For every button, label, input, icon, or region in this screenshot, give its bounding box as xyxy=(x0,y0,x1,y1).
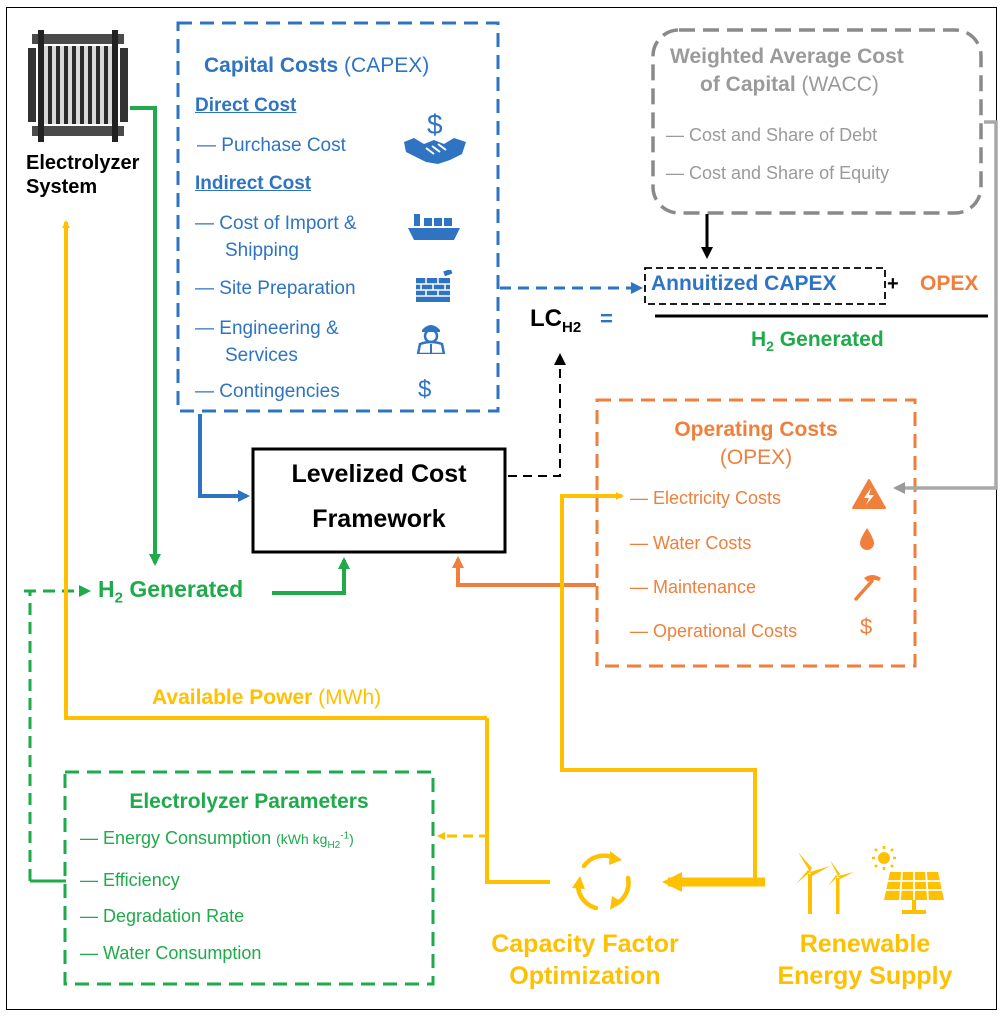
solar-panel-icon xyxy=(872,846,944,914)
energy-unit-main: (kWh kg xyxy=(276,831,328,847)
capacity-factor-line2: Optimization xyxy=(509,962,661,990)
opex-box xyxy=(595,398,917,668)
framework-box xyxy=(251,447,507,554)
params-box xyxy=(63,770,435,986)
electrolyzer-stack-icon xyxy=(28,30,128,142)
efficiency-item: — Efficiency xyxy=(80,870,180,890)
power-to-electrolyzer-arrow xyxy=(62,220,487,720)
import-shipping-item-line1: — Cost of Import & xyxy=(195,213,357,234)
capacity-factor-line1: Capacity Factor xyxy=(491,930,679,958)
wind-turbine-icon xyxy=(796,852,854,914)
capex-to-framework-arrow xyxy=(198,414,250,502)
available-power-bold: Available Power xyxy=(152,686,313,709)
water-costs-item: — Water Costs xyxy=(630,533,752,553)
water-consumption-item: — Water Consumption xyxy=(80,943,262,963)
equals-sign: = xyxy=(600,306,613,331)
denominator-h: H xyxy=(751,328,767,351)
engineering-item-line2: Services xyxy=(225,345,298,366)
purchase-cost-item: — Purchase Cost xyxy=(197,135,346,156)
energy-unit-sup: -1 xyxy=(340,830,350,842)
import-shipping-item-line2: Shipping xyxy=(225,240,299,261)
h2-generated-rest: Generated xyxy=(122,576,244,602)
lc-subscript: H2 xyxy=(562,318,582,336)
annuitized-box xyxy=(644,267,886,305)
wacc-debt-item: — Cost and Share of Debt xyxy=(666,125,878,145)
capex-title-paren: (CAPEX) xyxy=(338,54,430,77)
annuitized-capex-term: Annuitized CAPEX xyxy=(651,272,837,295)
wacc-to-opex-arrow xyxy=(893,120,998,494)
h2-generated-label: H2 Generated xyxy=(98,576,243,607)
brick-wall-icon xyxy=(416,270,453,302)
wacc-equity-item: — Cost and Share of Equity xyxy=(666,163,890,183)
degradation-rate-item: — Degradation Rate xyxy=(80,906,245,926)
engineer-icon xyxy=(416,325,446,354)
dollar-icon: $ xyxy=(418,376,432,403)
wacc-box xyxy=(651,28,983,215)
energy-consumption-item: — Energy Consumption (kWh kgH2-1) xyxy=(80,828,354,851)
electricity-costs-item: — Electricity Costs xyxy=(630,488,782,508)
denominator-generated: Generated xyxy=(773,328,884,351)
energy-consumption-unit: (kWh kgH2-1) xyxy=(276,830,354,850)
available-power-label: Available Power (MWh) xyxy=(152,686,381,710)
framework-to-formula-arrow xyxy=(508,353,566,477)
h2-to-framework-arrow xyxy=(272,557,350,595)
svg-text:$: $ xyxy=(427,109,443,140)
electrolyzer-to-h2-arrow xyxy=(130,106,161,566)
indirect-cost-heading: Indirect Cost xyxy=(195,173,312,194)
electrolyzer-system-label-line2: System xyxy=(26,176,98,198)
renewable-to-electricity-arrow xyxy=(560,492,757,882)
contingencies-item: — Contingencies xyxy=(195,381,340,402)
handshake-dollar-icon: $ xyxy=(404,109,466,164)
capex-title-bold: Capital Costs xyxy=(204,54,339,77)
framework-label-line1: Levelized Cost xyxy=(291,460,467,488)
direct-cost-heading: Direct Cost xyxy=(195,95,297,116)
power-to-energy-consumption-arrow xyxy=(437,722,489,840)
params-title: Electrolyzer Parameters xyxy=(129,790,369,813)
lc-text: LC xyxy=(530,305,562,332)
opex-term: OPEX xyxy=(920,272,979,295)
h2-generated-denominator: H2 Generated xyxy=(751,328,884,354)
operational-dollar-icon: $ xyxy=(860,614,873,639)
opex-to-framework-arrow xyxy=(452,556,596,587)
wacc-title-line2: of Capital (WACC) xyxy=(700,73,879,97)
maintenance-item: — Maintenance xyxy=(630,577,757,597)
power-to-capacity-line xyxy=(485,718,550,884)
operational-costs-item: — Operational Costs xyxy=(630,621,798,641)
cargo-ship-icon xyxy=(408,214,460,240)
engineering-item-line1: — Engineering & xyxy=(195,318,339,339)
wacc-title-line1: Weighted Average Cost xyxy=(670,45,904,68)
energy-consumption-text: — Energy Consumption xyxy=(80,828,272,848)
opex-title-line1: Operating Costs xyxy=(674,418,838,441)
lc-h2-label: LCH2 xyxy=(530,305,581,336)
wacc-title-line2-paren: (WACC) xyxy=(795,73,879,96)
outer-border xyxy=(6,7,997,1010)
recycle-arrows-icon xyxy=(572,851,631,911)
site-preparation-item: — Site Preparation xyxy=(195,278,356,299)
available-power-unit: (MWh) xyxy=(312,686,382,709)
framework-label-line2: Framework xyxy=(312,505,446,533)
h2-sub: 2 xyxy=(114,589,123,607)
capex-box xyxy=(176,21,500,413)
energy-unit-close: ) xyxy=(349,831,354,847)
renewable-line2: Energy Supply xyxy=(777,962,953,990)
electrolyzer-system-label-line1: Electrolyzer xyxy=(26,152,140,174)
electricity-warning-icon xyxy=(852,479,886,509)
capex-title: Capital Costs (CAPEX) xyxy=(204,54,429,78)
h2-h: H xyxy=(98,576,115,602)
plus-sign: + xyxy=(887,273,899,295)
denominator-subscript: 2 xyxy=(766,338,774,355)
opex-title-line2: (OPEX) xyxy=(719,446,793,469)
renewable-line1: Renewable xyxy=(799,930,931,958)
hammer-icon xyxy=(854,575,881,601)
wacc-title-line2-bold: of Capital xyxy=(700,73,796,96)
energy-unit-sub: H2 xyxy=(327,839,341,851)
water-drop-icon xyxy=(860,528,874,550)
